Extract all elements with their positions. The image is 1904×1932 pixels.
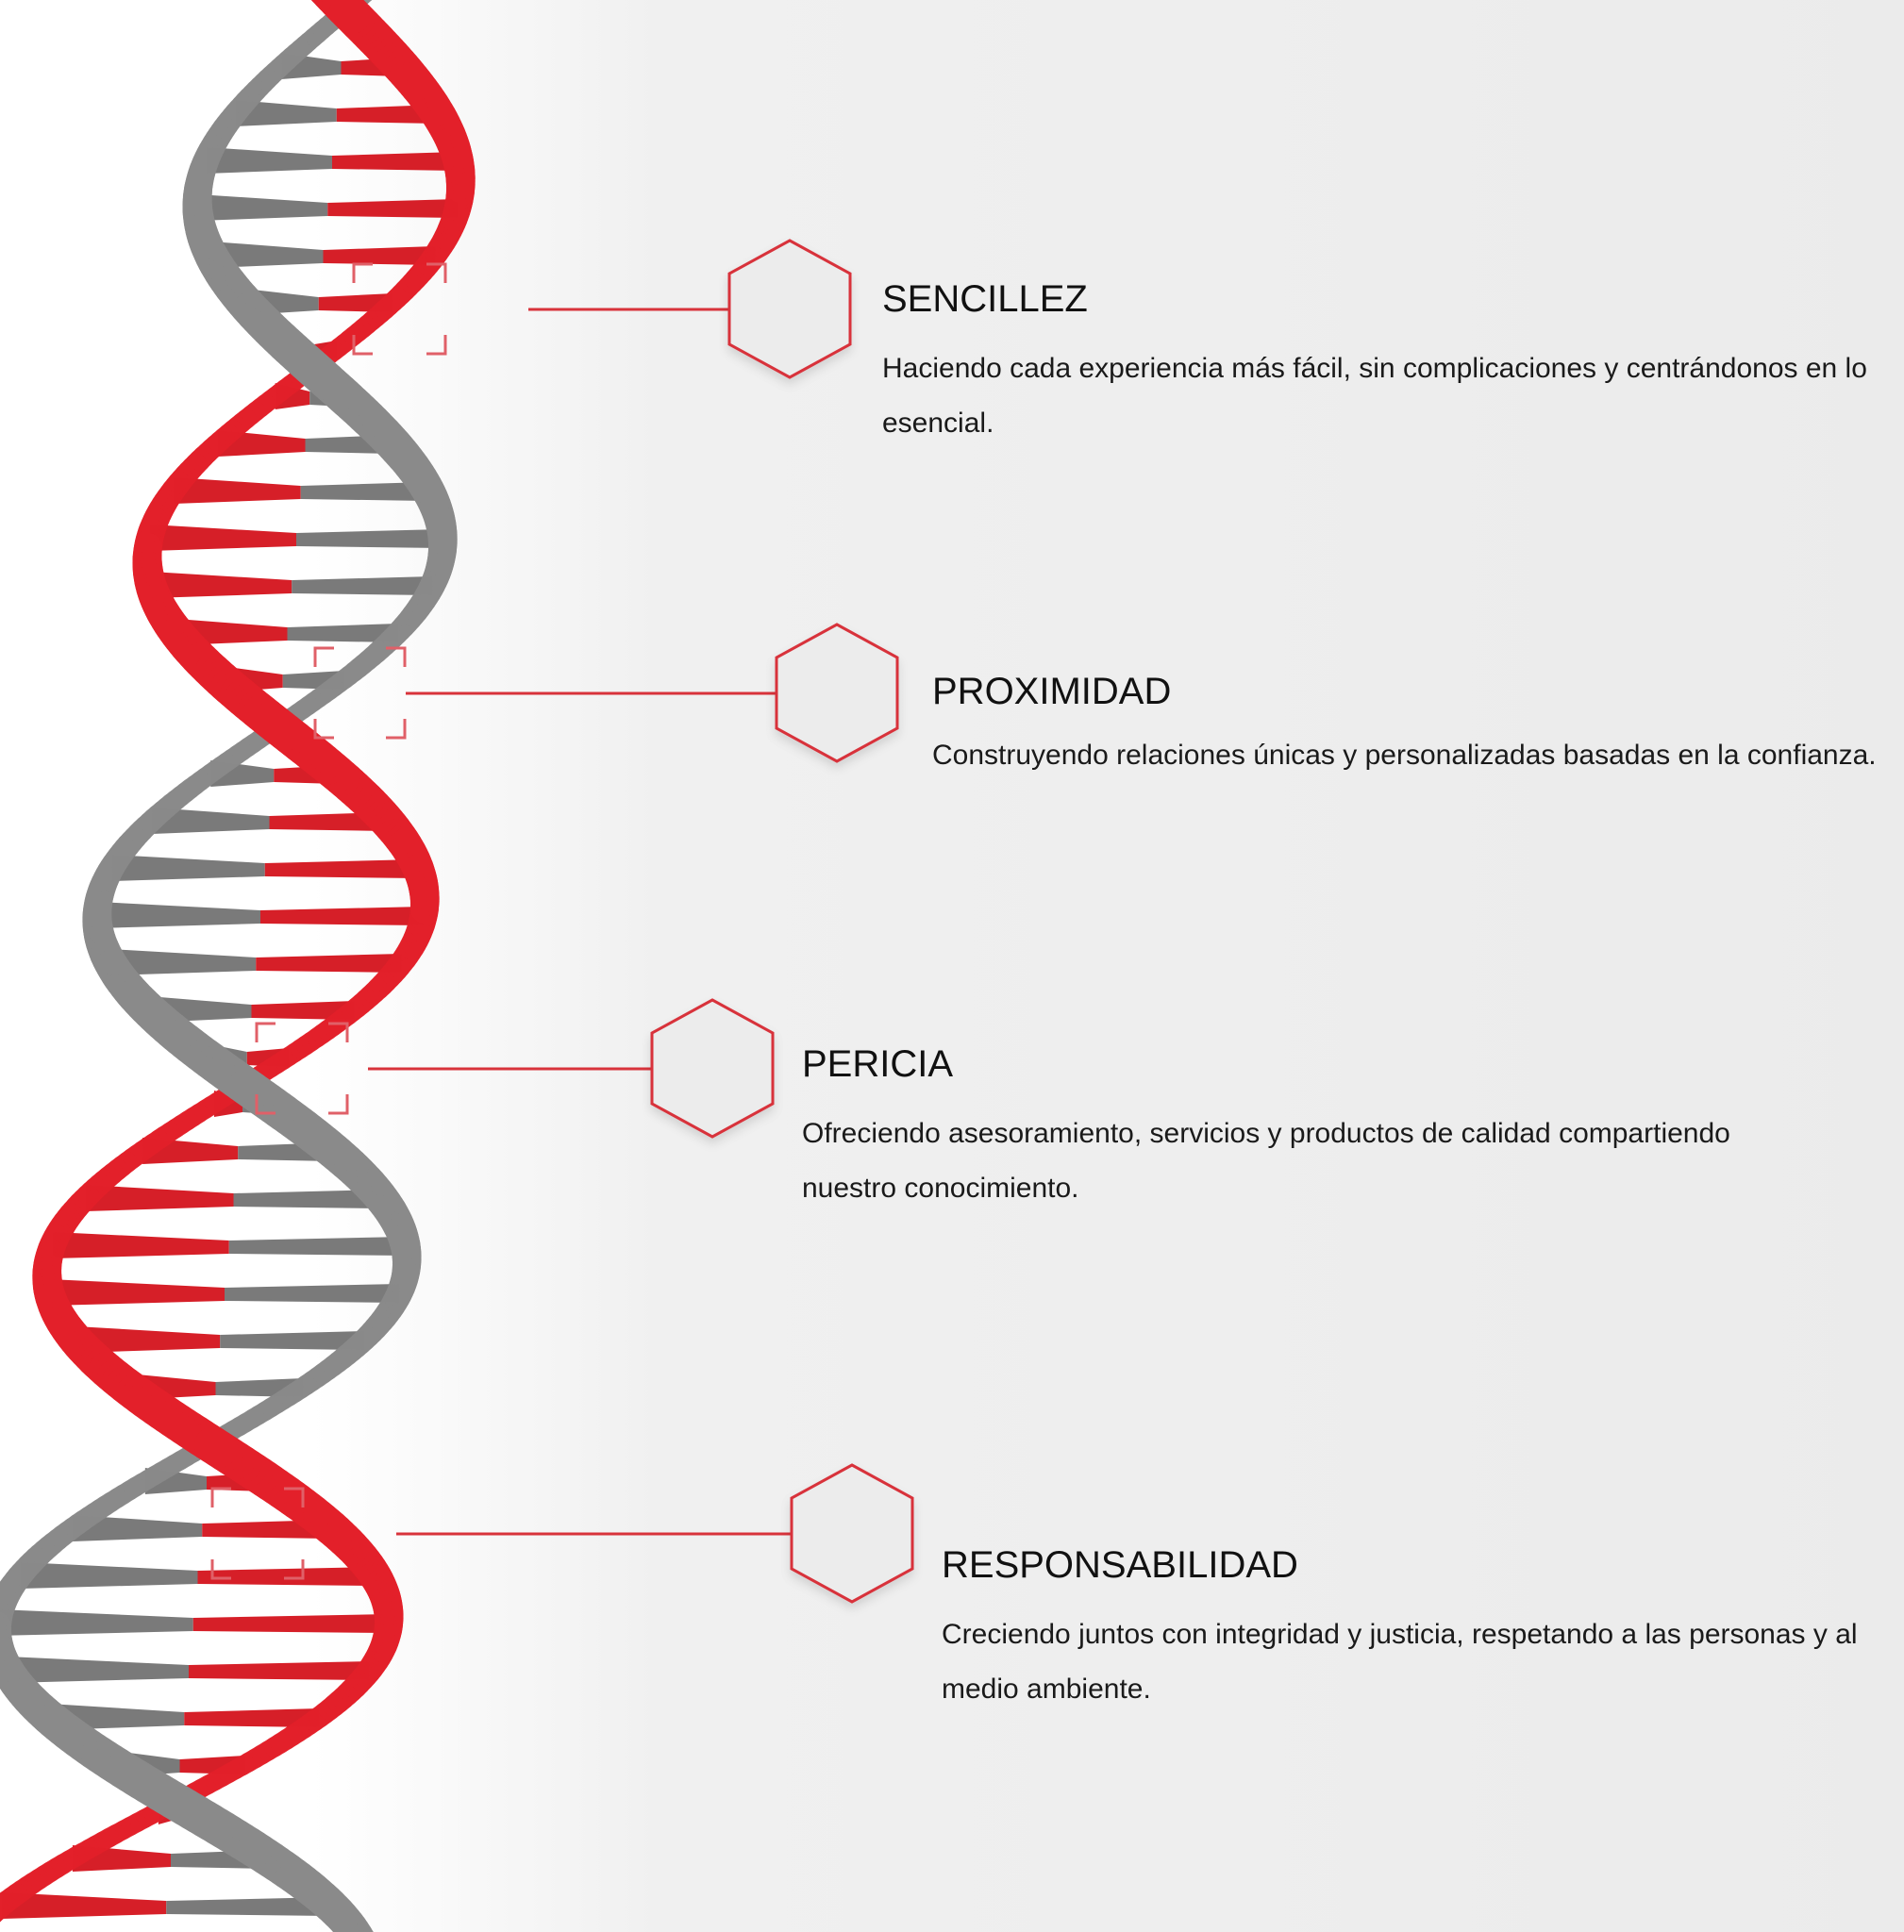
base-pair-segment [327, 199, 459, 218]
value-proximidad: PROXIMIDAD Construyendo relaciones única… [932, 670, 1904, 777]
base-pair-segment [1, 1892, 167, 1919]
value-title: PERICIA [802, 1043, 954, 1085]
base-pair-segment [173, 477, 301, 504]
callout-proximidad [313, 623, 899, 763]
focus-bracket-icon [210, 1487, 305, 1580]
callouts [210, 239, 914, 1604]
base-pair-segment [75, 1326, 221, 1353]
hexagon-icon [790, 1463, 914, 1604]
value-title: RESPONSABILIDAD [942, 1544, 1298, 1586]
base-pair-segment [189, 1661, 370, 1680]
value-title: PROXIMIDAD [932, 671, 1172, 712]
base-pair-segment [292, 576, 433, 595]
base-pair-segment [296, 529, 443, 548]
base-pair-segment [166, 1897, 331, 1916]
base-pair-segment [228, 1237, 406, 1256]
base-pair-segment [233, 1190, 382, 1208]
focus-bracket-icon [352, 262, 447, 356]
value-pericia: PERICIA Ofreciendo asesoramiento, servic… [802, 1042, 1802, 1216]
base-pair-segment [269, 812, 387, 831]
base-pair-segment [300, 482, 428, 501]
base-pair-segment [52, 1232, 229, 1258]
value-sencillez: SENCILLEZ Haciendo cada experiencia más … [882, 277, 1882, 451]
helix-rungs [0, 53, 459, 1919]
hexagon-icon [650, 998, 775, 1139]
base-pair-segment [150, 572, 292, 598]
base-pair-segment [225, 1284, 400, 1303]
callout-sencillez [352, 239, 852, 379]
value-description: Construyendo relaciones únicas y persona… [932, 740, 1877, 771]
base-pair-segment [96, 902, 260, 928]
base-pair-segment [197, 1567, 376, 1586]
base-pair-segment [323, 246, 436, 265]
helix-strand-segment [227, 1068, 272, 1109]
base-pair-segment [197, 194, 328, 221]
base-pair-segment [192, 1614, 390, 1633]
focus-bracket-icon [313, 646, 407, 740]
callout-responsabilidad [210, 1463, 914, 1604]
base-pair-segment [49, 1279, 225, 1306]
base-pair-segment [149, 525, 296, 551]
value-title: SENCILLEZ [882, 278, 1088, 320]
base-pair-segment [336, 105, 438, 124]
base-pair-segment [264, 859, 418, 878]
base-pair-segment [20, 1562, 198, 1589]
base-pair-segment [287, 624, 399, 642]
base-pair-segment [0, 1609, 193, 1636]
base-pair-segment [210, 242, 324, 268]
hexagon-icon [775, 623, 899, 763]
base-pair-segment [251, 1001, 355, 1020]
base-pair-segment [184, 1708, 320, 1727]
base-pair-segment [220, 1331, 365, 1350]
base-pair-segment [111, 855, 265, 881]
base-pair-segment [85, 1185, 234, 1211]
base-pair-segment [8, 1657, 190, 1683]
base-pair-segment [206, 147, 332, 174]
value-description: Creciendo juntos con integridad y justic… [942, 1619, 1858, 1705]
helix-strand-segment [193, 1426, 239, 1468]
base-pair-segment [235, 100, 337, 126]
callout-pericia [255, 998, 775, 1139]
value-description: Ofreciendo asesoramiento, servicios y pr… [802, 1118, 1730, 1204]
helix-strand-segment [295, 351, 338, 392]
base-pair-segment [260, 907, 425, 925]
base-pair-segment [72, 1515, 203, 1541]
value-description: Haciendo cada experiencia más fácil, sin… [882, 353, 1867, 439]
base-pair-segment [109, 949, 257, 975]
hexagon-icon [727, 239, 852, 379]
base-pair-segment [152, 808, 270, 834]
helix-strand-segment [329, 0, 372, 34]
value-responsabilidad: RESPONSABILIDAD Creciendo juntos con int… [942, 1543, 1904, 1717]
helix-strands [0, 0, 476, 1932]
focus-bracket-icon [255, 1022, 349, 1115]
base-pair-segment [332, 152, 459, 171]
helix-strand-segment [160, 1785, 205, 1826]
helix-strand-segment [261, 709, 305, 751]
base-pair-segment [256, 954, 402, 973]
